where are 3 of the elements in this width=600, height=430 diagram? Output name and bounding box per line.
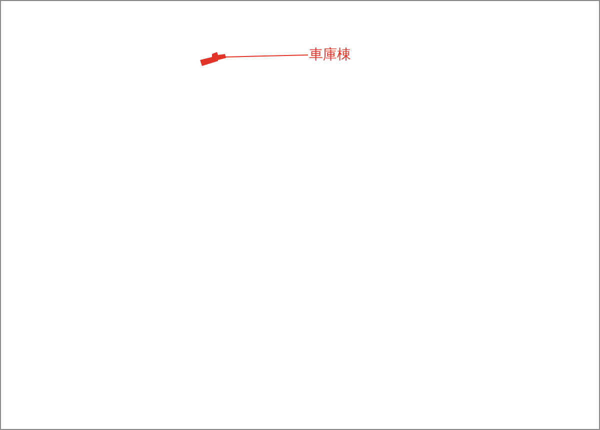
building-label: 車庫棟 bbox=[309, 46, 351, 64]
building-footprint bbox=[200, 52, 226, 66]
leader-line bbox=[224, 54, 308, 58]
